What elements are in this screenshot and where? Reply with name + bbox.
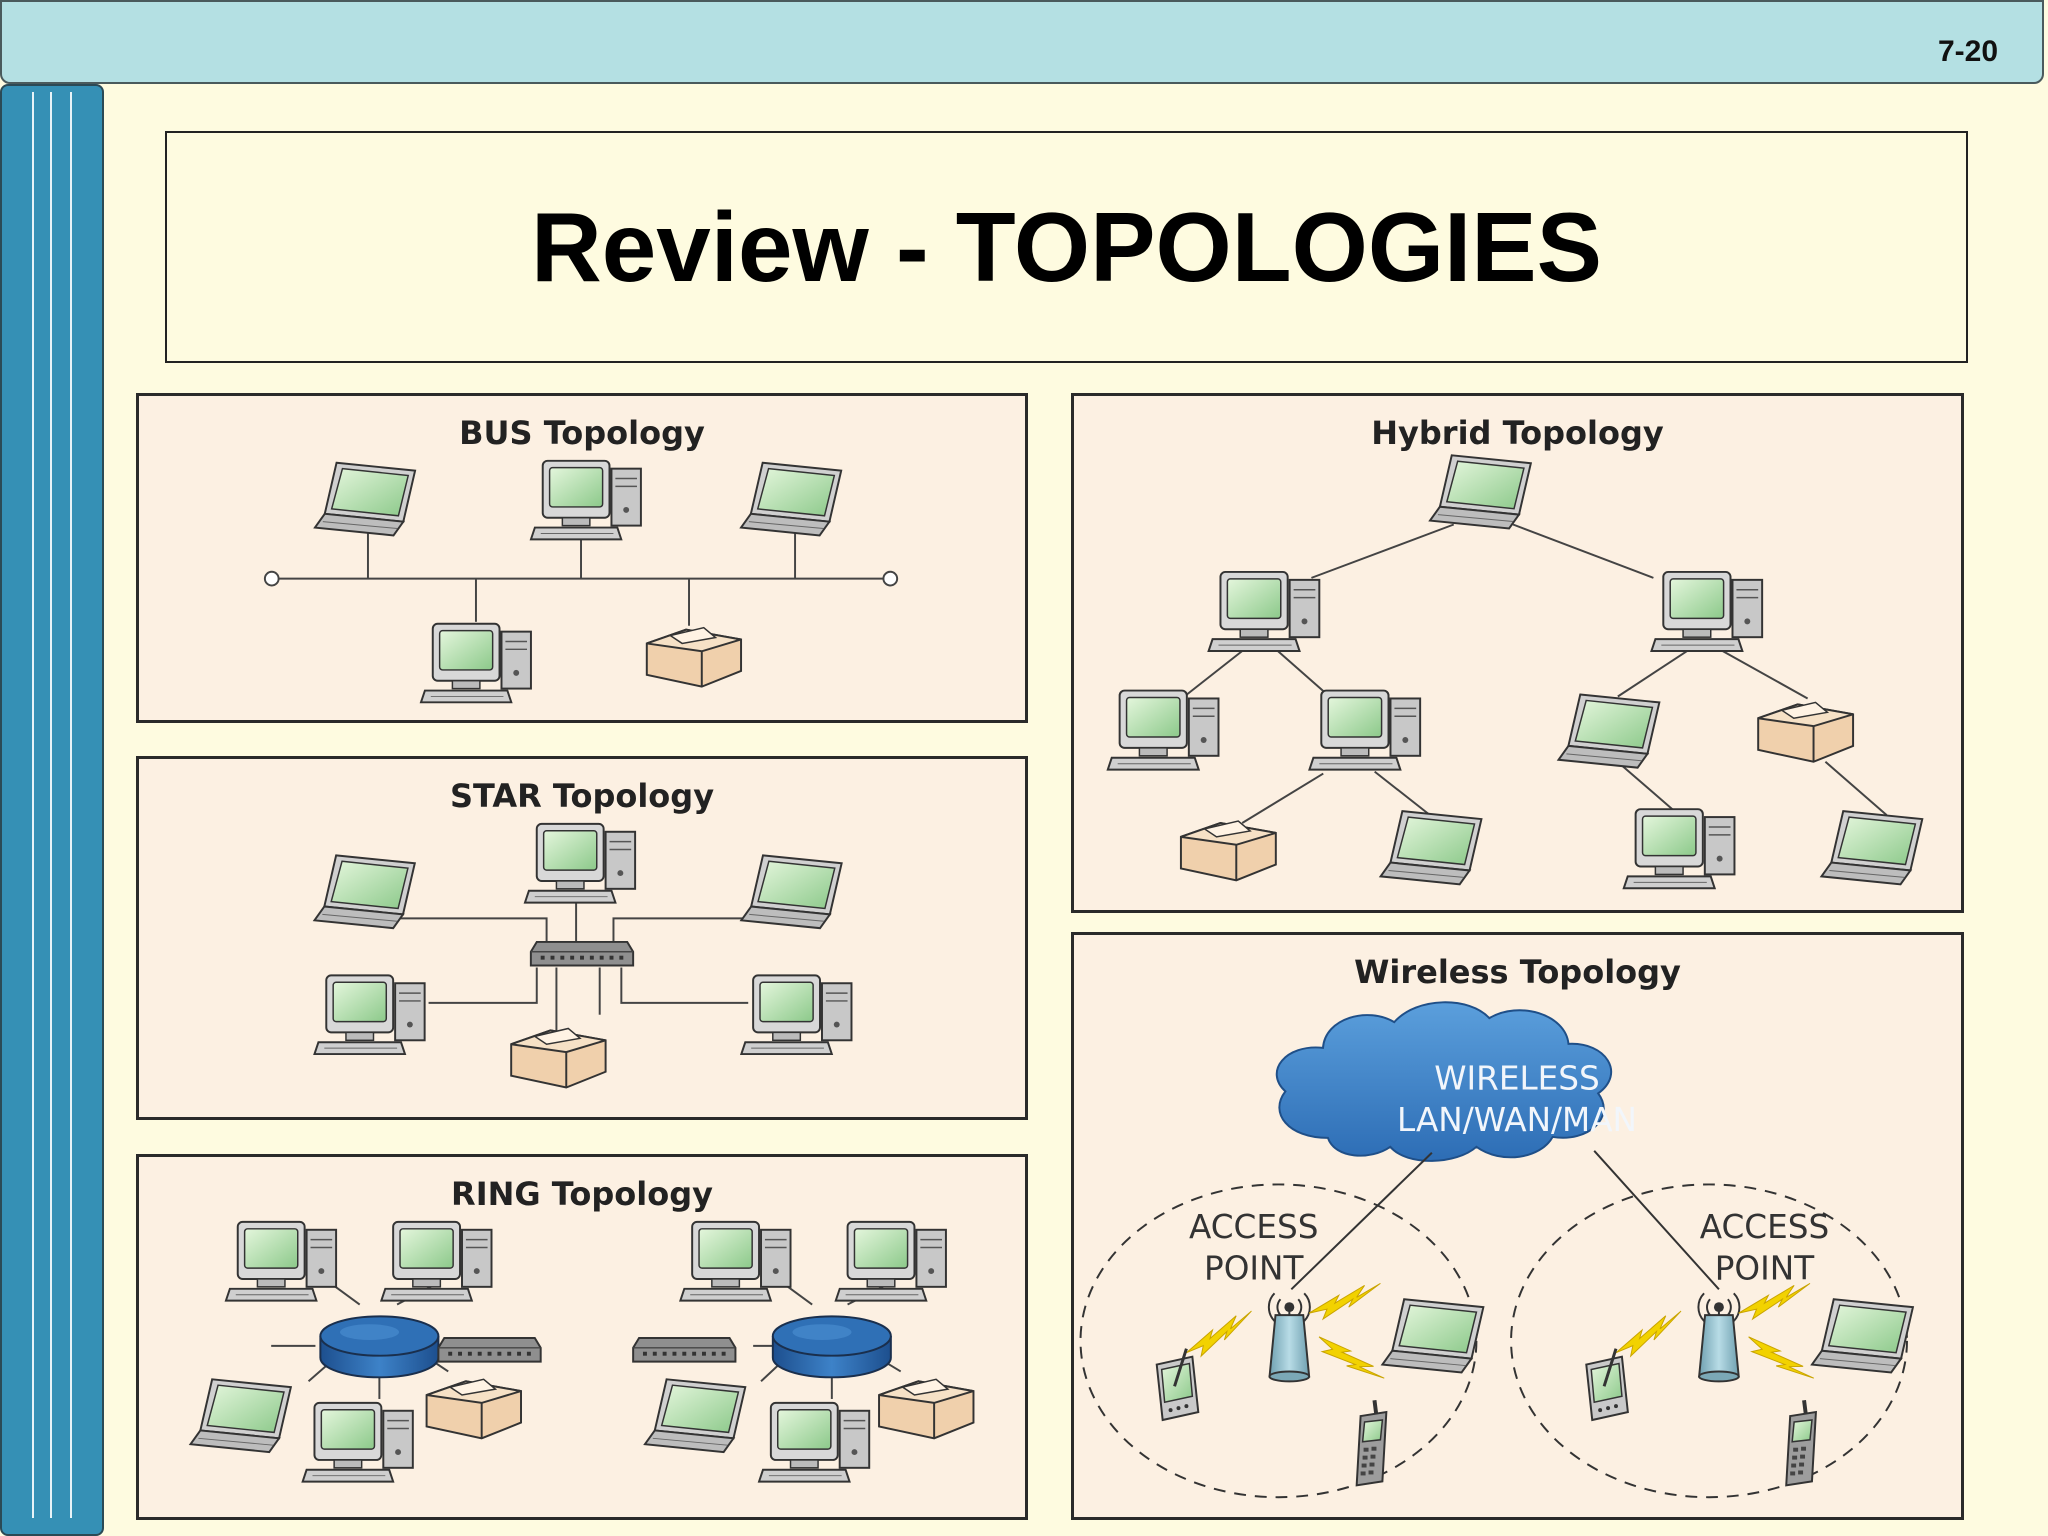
laptop-icon <box>1379 810 1483 886</box>
desktop-computer-icon <box>834 1220 947 1302</box>
wireless-signal-bolt-icon <box>1738 1282 1811 1320</box>
pda-icon <box>1584 1347 1630 1422</box>
bus-terminator <box>882 570 899 587</box>
desktop-computer-icon <box>679 1220 792 1302</box>
wireless-topology-title: Wireless Topology <box>1354 953 1681 991</box>
bus-topology-panel: BUS Topology <box>136 393 1028 723</box>
hybrid-link <box>1277 650 1328 696</box>
access-point-label-right-line1: ACCESS <box>1700 1208 1829 1246</box>
wireless-topology-diagram: WIRELESS LAN/WAN/MAN ACCESS POINT ACCESS… <box>1079 1001 1914 1499</box>
sidebar-stripe <box>32 92 34 1518</box>
printer-icon <box>645 626 743 688</box>
slide-number: 7-20 <box>1937 35 1998 68</box>
wireless-signal-bolt-icon <box>1308 1282 1381 1320</box>
wireless-signal-bolt-icon <box>1610 1310 1688 1360</box>
hybrid-link <box>1241 772 1324 824</box>
wireless-signal-bolt-icon <box>1313 1319 1385 1400</box>
hybrid-link <box>1512 523 1654 579</box>
star-topology-title: STAR Topology <box>449 777 715 815</box>
hybrid-topology-diagram <box>1106 454 1924 890</box>
cloud-shape <box>1275 1001 1612 1162</box>
cell-phone-icon <box>1354 1398 1389 1488</box>
printer-icon <box>425 1378 522 1440</box>
star-link <box>612 917 773 942</box>
sidebar-stripe <box>70 92 72 1518</box>
hub-icon <box>437 1337 542 1363</box>
hybrid-topology-panel: Hybrid Topology <box>1071 393 1964 913</box>
desktop-computer-icon <box>758 1401 871 1483</box>
ring-topology-panel: RING Topology <box>136 1154 1028 1520</box>
access-point-icon <box>1697 1292 1741 1383</box>
laptop-icon <box>313 461 417 537</box>
laptop-icon <box>313 854 416 930</box>
wireless-signal-bolt-icon <box>1180 1310 1259 1360</box>
uplink-line <box>1593 1150 1720 1291</box>
ring-hub-icon <box>319 1315 440 1379</box>
desktop-computer-icon <box>523 822 637 904</box>
bus-topology-diagram <box>263 459 899 704</box>
star-topology-panel: STAR Topology <box>136 756 1028 1120</box>
printer-icon <box>1757 701 1855 763</box>
laptop-icon <box>189 1378 292 1454</box>
access-point-label-left-line1: ACCESS <box>1189 1208 1318 1246</box>
ring-topology-title: RING Topology <box>451 1175 713 1213</box>
slide-header-bar: 7-20 <box>0 0 2044 84</box>
desktop-computer-icon <box>1622 808 1736 890</box>
cloud-label-line1: WIRELESS <box>1434 1059 1600 1097</box>
desktop-computer-icon <box>419 622 532 704</box>
bus-terminator <box>263 570 280 587</box>
access-point-label-right-line2: POINT <box>1715 1249 1815 1287</box>
laptop-icon <box>1557 693 1661 769</box>
ring-topology-diagram <box>189 1220 975 1483</box>
hybrid-link <box>1722 650 1809 700</box>
desktop-computer-icon <box>740 974 853 1056</box>
wireless-topology-panel: Wireless Topology WIRELESS LAN/WAN/MAN A… <box>1071 932 1964 1520</box>
laptop-icon <box>740 854 843 930</box>
star-link <box>389 917 548 942</box>
desktop-computer-icon <box>1308 689 1422 771</box>
access-point-icon <box>1267 1292 1311 1383</box>
printer-icon <box>1179 820 1277 882</box>
pda-icon <box>1155 1347 1200 1422</box>
bus-topology-title: BUS Topology <box>459 414 705 452</box>
laptop-icon <box>1810 1298 1914 1374</box>
slide-title: Review - TOPOLOGIES <box>530 191 1602 302</box>
hybrid-link <box>1374 770 1431 816</box>
star-link <box>428 967 538 1004</box>
access-point-label-left-line2: POINT <box>1204 1249 1304 1287</box>
cloud-label-line2: LAN/WAN/MAN <box>1397 1101 1637 1139</box>
cell-phone-icon <box>1784 1398 1818 1488</box>
desktop-computer-icon <box>380 1220 493 1302</box>
hybrid-link <box>1617 650 1688 698</box>
desktop-computer-icon <box>313 974 426 1056</box>
desktop-computer-icon <box>224 1220 338 1302</box>
laptop-icon <box>1820 810 1924 886</box>
laptop-icon <box>643 1378 747 1454</box>
hub-icon <box>529 940 635 967</box>
hybrid-topology-title: Hybrid Topology <box>1371 414 1664 452</box>
hub-icon <box>632 1337 737 1363</box>
laptop-icon <box>1381 1298 1485 1374</box>
desktop-computer-icon <box>1207 570 1321 653</box>
hybrid-link <box>1824 760 1888 816</box>
desktop-computer-icon <box>1650 570 1764 653</box>
desktop-computer-icon <box>1106 689 1220 771</box>
hybrid-link <box>1186 650 1243 696</box>
hybrid-link <box>1311 523 1455 579</box>
ring-hub-icon <box>771 1315 892 1379</box>
laptop-icon <box>1429 454 1532 530</box>
title-box: Review - TOPOLOGIES <box>165 131 1968 363</box>
star-topology-diagram <box>313 822 853 1089</box>
slide-side-bar <box>0 84 104 1536</box>
wireless-signal-bolt-icon <box>1743 1319 1815 1400</box>
desktop-computer-icon <box>301 1401 414 1483</box>
desktop-computer-icon <box>529 459 642 541</box>
printer-icon <box>878 1378 975 1440</box>
printer-icon <box>510 1027 607 1089</box>
hybrid-link <box>1619 762 1680 816</box>
laptop-icon <box>740 461 843 537</box>
uplink-line <box>1290 1152 1433 1291</box>
sidebar-stripe <box>50 92 52 1518</box>
star-link <box>620 967 749 1004</box>
